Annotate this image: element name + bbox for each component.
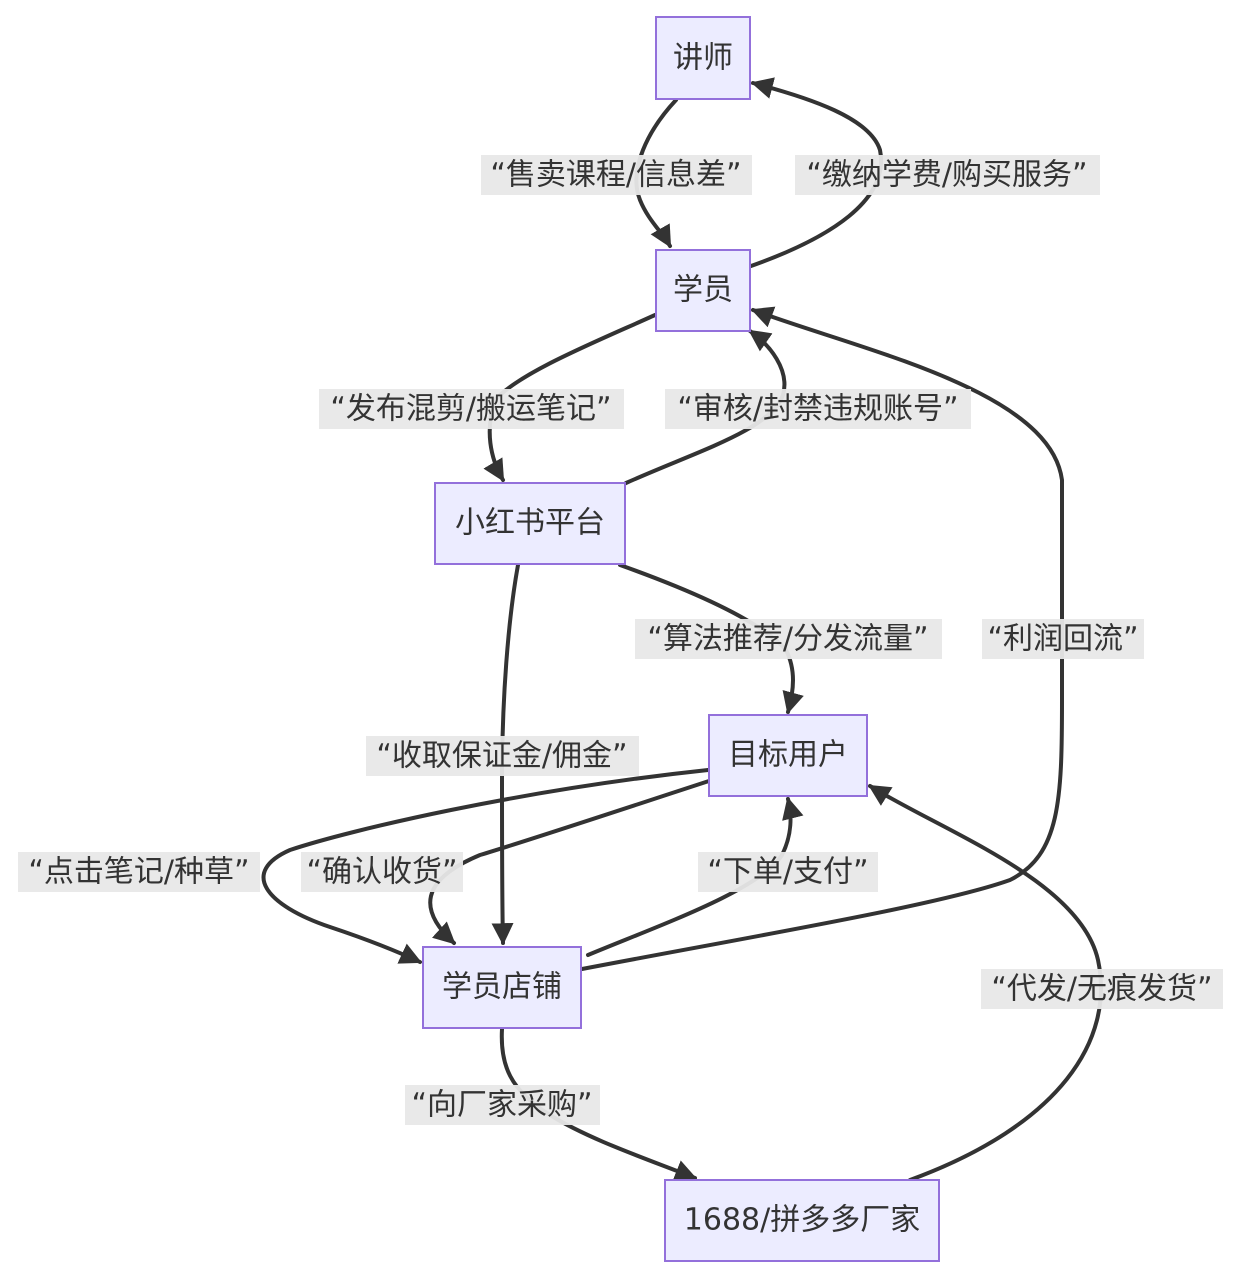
edge-label-purchase: “向厂家采购” (405, 1085, 600, 1125)
svg-text:1688/拼多多厂家: 1688/拼多多厂家 (684, 1203, 920, 1238)
svg-text:目标用户: 目标用户 (728, 738, 848, 773)
svg-text:学员: 学员 (673, 273, 733, 308)
svg-text:“确认收货”: “确认收货” (306, 855, 457, 890)
svg-text:“代发/无痕发货”: “代发/无痕发货” (991, 972, 1212, 1007)
edge-user-to-shop-click (261, 768, 710, 964)
edge-label-dropship: “代发/无痕发货” (981, 969, 1223, 1009)
svg-text:“点击笔记/种草”: “点击笔记/种草” (28, 855, 249, 890)
edge-lecturer-to-student (634, 98, 678, 248)
edge-xhs-to-shop (491, 563, 520, 946)
svg-text:“利润回流”: “利润回流” (987, 622, 1138, 657)
edge-label-click-seed: “点击笔记/种草” (18, 852, 260, 892)
node-student: 学员 (655, 249, 751, 332)
node-target-user: 目标用户 (708, 714, 868, 797)
edge-label-profit-back: “利润回流” (982, 619, 1144, 659)
edge-label-sell-course: “售卖课程/信息差” (481, 155, 752, 195)
svg-text:“审核/封禁违规账号”: “审核/封禁违规账号” (677, 392, 958, 427)
edge-label-confirm-receipt: “确认收货” (301, 852, 463, 892)
edge-label-review-ban: “审核/封禁违规账号” (665, 389, 971, 429)
edge-label-pay-fee: “缴纳学费/购买服务” (795, 155, 1100, 195)
svg-text:“下单/支付”: “下单/支付” (707, 855, 868, 890)
edge-factory-to-user (868, 784, 1103, 1182)
svg-text:“向厂家采购”: “向厂家采购” (411, 1088, 592, 1123)
svg-text:讲师: 讲师 (673, 41, 733, 76)
edge-label-order-pay: “下单/支付” (698, 852, 878, 892)
svg-text:“缴纳学费/购买服务”: “缴纳学费/购买服务” (806, 158, 1087, 193)
edge-label-post-notes: “发布混剪/搬运笔记” (319, 389, 624, 429)
edge-user-to-shop-confirm (428, 778, 714, 945)
edge-student-to-lecturer (749, 77, 884, 268)
svg-text:小红书平台: 小红书平台 (455, 506, 605, 541)
svg-text:“发布混剪/搬运笔记”: “发布混剪/搬运笔记” (330, 392, 611, 427)
edge-shop-to-student (580, 306, 1065, 971)
node-student-shop: 学员店铺 (422, 946, 582, 1029)
edge-label-deposit-commission: “收取保证金/佣金” (366, 736, 639, 776)
node-lecturer: 讲师 (655, 16, 751, 100)
svg-text:“算法推荐/分发流量”: “算法推荐/分发流量” (647, 622, 928, 657)
svg-text:学员店铺: 学员店铺 (442, 970, 562, 1005)
edge-label-algo-traffic: “算法推荐/分发流量” (635, 619, 942, 659)
svg-text:“收取保证金/佣金”: “收取保证金/佣金” (376, 739, 627, 774)
node-xhs-platform: 小红书平台 (434, 482, 626, 565)
svg-text:“售卖课程/信息差”: “售卖课程/信息差” (490, 158, 741, 193)
node-factory: 1688/拼多多厂家 (664, 1179, 940, 1262)
